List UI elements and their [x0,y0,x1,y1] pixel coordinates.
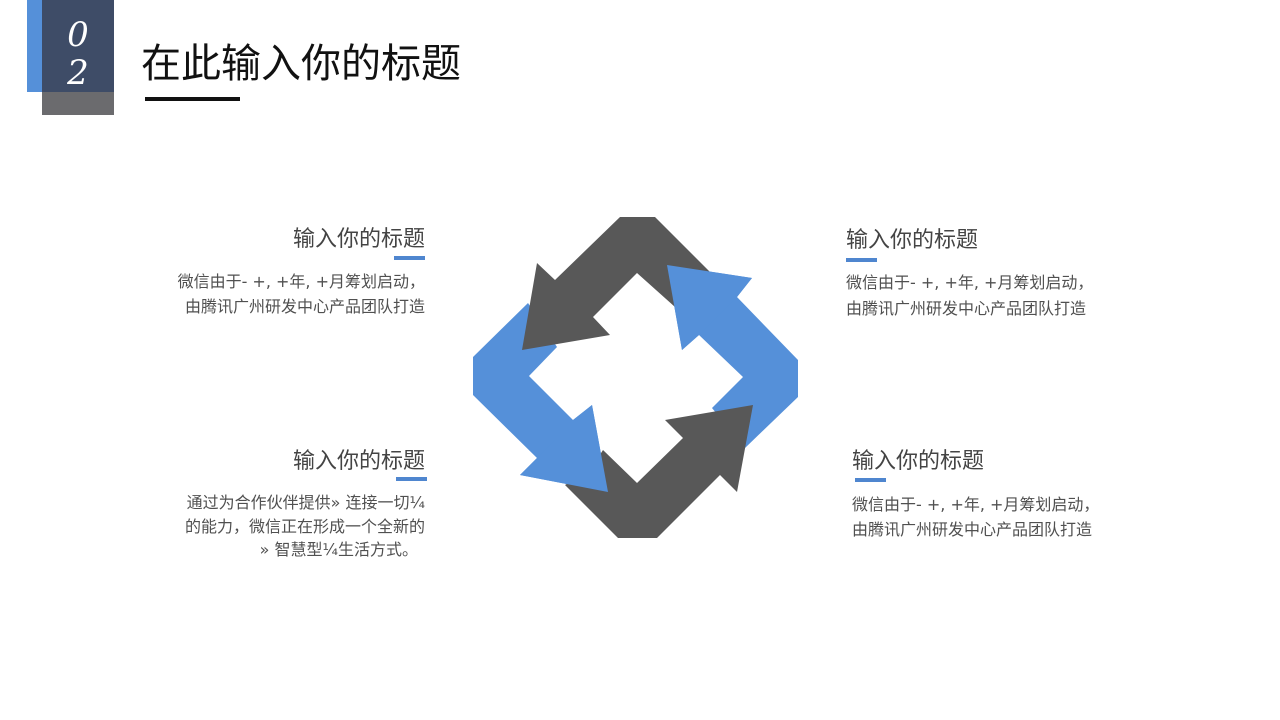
block-top-right-line-2: 由腾讯广州研发中心产品团队打造 [846,299,1087,318]
block-top-right-heading: 输入你的标题 [846,228,979,253]
block-top-left-line-2: 由腾讯广州研发中心产品团队打造 [184,297,425,316]
title-underline [145,97,240,101]
block-top-left-line-1: 微信由于- +, +年, +月筹划启动， [177,272,425,291]
dark-top-arrow [522,217,710,350]
block-bottom-left-line-1: 通过为合作伙伴提供» 连接一切¼ [186,493,425,512]
dark-bottom-arrow [565,405,753,538]
section-number-digit-1: 0 [67,15,89,55]
block-top-right-line-1: 微信由于- +, +年, +月筹划启动， [846,273,1094,292]
block-bottom-right-line-2: 由腾讯广州研发中心产品团队打造 [852,520,1093,539]
badge-accent-strip [27,0,43,92]
badge-shadow-block [42,92,114,115]
blue-right-arrow-tip [667,265,752,350]
section-number-badge [42,0,114,92]
block-top-right-accent-bar [846,258,877,262]
block-top-left-heading: 输入你的标题 [292,227,425,252]
block-bottom-left-heading: 输入你的标题 [292,449,425,474]
page-title: 在此输入你的标题 [141,41,461,87]
block-top-left-accent-bar [394,256,425,260]
block-bottom-right-accent-bar [855,478,886,482]
block-bottom-left-line-2: 的能力，微信正在形成一个全新的 [184,517,425,536]
blue-left-arrow-tip [520,405,608,492]
block-bottom-left-accent-bar [396,477,427,481]
section-number-digit-2: 2 [67,53,89,93]
block-bottom-right-line-1: 微信由于- +, +年, +月筹划启动， [852,495,1100,514]
block-bottom-left-line-3: » 智慧型¼生活方式。 [259,540,418,559]
block-bottom-right-heading: 输入你的标题 [852,449,985,474]
